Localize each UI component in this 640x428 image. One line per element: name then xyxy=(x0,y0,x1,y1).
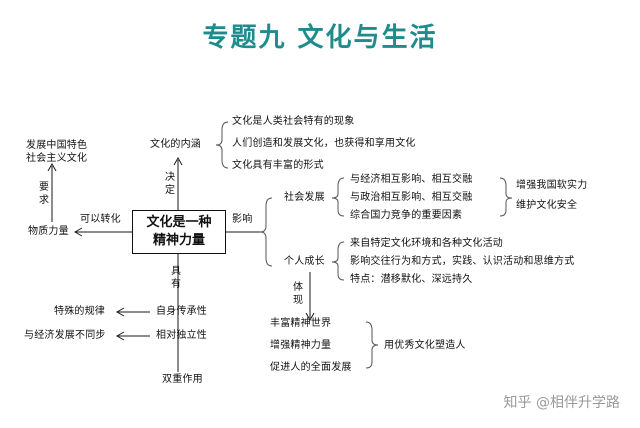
connotation-item-1: 文化是人类社会特有的现象 xyxy=(232,116,355,127)
embody-label-1: 体 xyxy=(293,282,303,293)
relative-independence-label: 相对独立性 xyxy=(156,330,207,341)
society-goal-2: 维护文化安全 xyxy=(516,200,578,211)
connotation-item-3: 文化具有丰富的形式 xyxy=(232,160,324,171)
left-requirement-2: 求 xyxy=(39,195,49,206)
left-top-line-1: 发展中国特色 xyxy=(26,140,88,151)
determine-label-2: 定 xyxy=(165,185,175,196)
embody-label-2: 现 xyxy=(293,295,303,306)
async-development-label: 与经济发展不同步 xyxy=(24,330,106,341)
special-law-label: 特殊的规律 xyxy=(54,306,105,317)
person-item-2: 影响交往行为和方式，实践、认识活动和思维方式 xyxy=(350,256,575,267)
benefit-item-1: 丰富精神世界 xyxy=(270,318,332,329)
personal-growth-label: 个人成长 xyxy=(284,256,325,267)
influence-label: 影响 xyxy=(232,214,253,225)
person-item-3: 特点：潜移默化、深远持久 xyxy=(350,274,473,285)
society-goal-1: 增强我国软实力 xyxy=(516,180,588,191)
have-label-2: 有 xyxy=(171,279,181,290)
left-top-line-2: 社会主义文化 xyxy=(26,153,88,164)
dual-role-label: 双重作用 xyxy=(162,374,203,385)
watermark: 知乎 @相伴升学路 xyxy=(503,395,620,411)
transform-label: 可以转化 xyxy=(80,214,121,225)
core-line-1: 文化是一种 xyxy=(146,215,212,230)
page-title: 专题九 文化与生活 xyxy=(202,23,438,53)
benefit-item-2: 增强精神力量 xyxy=(270,340,332,351)
determine-label-1: 决 xyxy=(165,172,175,183)
society-item-3: 综合国力竞争的重要因素 xyxy=(350,210,463,221)
person-item-1: 来自特定文化环境和各种文化活动 xyxy=(350,238,503,249)
culture-connotation-label: 文化的内涵 xyxy=(150,139,201,150)
core-concept-box: 文化是一种 精神力量 xyxy=(132,210,226,254)
society-item-2: 与政治相互影响、相互交融 xyxy=(350,192,473,203)
self-inheritance-label: 自身传承性 xyxy=(156,306,207,317)
benefit-item-3: 促进人的全面发展 xyxy=(270,362,352,373)
society-development-label: 社会发展 xyxy=(284,192,325,203)
connotation-item-2: 人们创造和发展文化，也获得和享用文化 xyxy=(232,138,416,149)
have-label-1: 具 xyxy=(171,266,181,277)
core-line-2: 精神力量 xyxy=(152,233,205,248)
benefit-result: 用优秀文化塑造人 xyxy=(384,340,466,351)
material-force-label: 物质力量 xyxy=(28,226,69,237)
society-item-1: 与经济相互影响、相互交融 xyxy=(350,174,473,185)
left-requirement-1: 要 xyxy=(39,182,49,193)
